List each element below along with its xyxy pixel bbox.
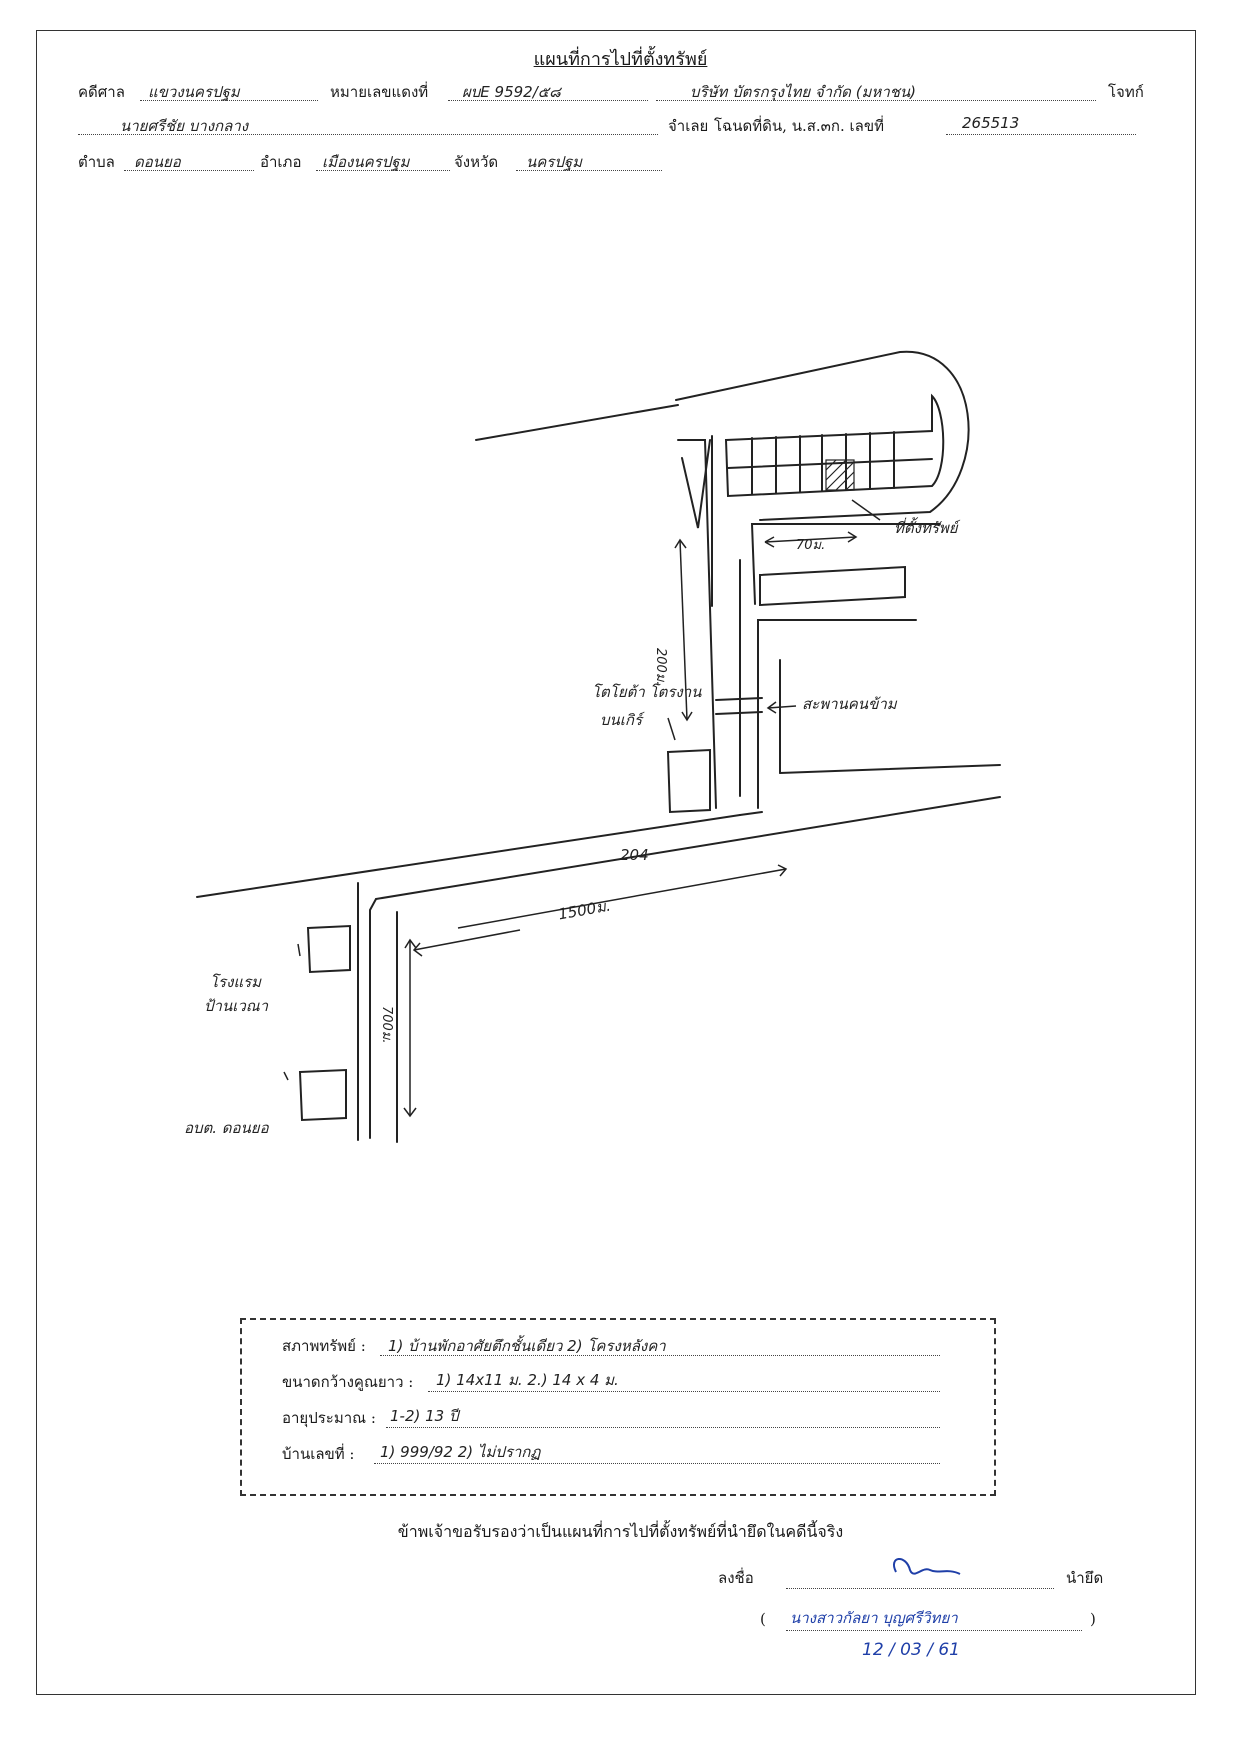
- subdistrict-label: ตำบล: [78, 153, 115, 171]
- age-label: อายุประมาณ :: [282, 1409, 376, 1427]
- target-property-label: ที่ตั้งทรัพย์: [894, 519, 958, 537]
- province-label: จังหวัด: [454, 153, 499, 171]
- property-details-box: [240, 1318, 996, 1496]
- house-no-value: 1) 999/92 2) ไม่ปรากฏ: [380, 1443, 541, 1461]
- distance-top-label: 70ม.: [796, 538, 826, 553]
- case-no-underline: [448, 100, 648, 101]
- page-border: [36, 30, 1196, 1695]
- hotel-label-2: ป้านเวณา: [204, 997, 269, 1015]
- subdistrict-value: ดอนยอ: [134, 153, 181, 171]
- hotel-label-1: โรงแรม: [210, 973, 262, 991]
- court-value: แขวงนครปฐม: [148, 83, 240, 101]
- province-value: นครปฐม: [526, 153, 583, 171]
- sign-date: 12 / 03 / 61: [862, 1640, 960, 1660]
- deed-label: โฉนดที่ดิน, น.ส.๓ก. เลขที่: [714, 117, 884, 135]
- certification-text: ข้าพเจ้าขอรับรองว่าเป็นแผนที่การไปที่ตั้…: [397, 1522, 844, 1541]
- subdistrict-underline: [124, 170, 254, 171]
- size-value: 1) 14x11 ม. 2.) 14 x 4 ม.: [436, 1371, 619, 1389]
- district-value: เมืองนครปฐม: [322, 153, 410, 171]
- page-title: แผนที่การไปที่ตั้งทรัพย์: [533, 49, 708, 70]
- district-underline: [316, 170, 450, 171]
- house-no-label: บ้านเลขที่ :: [282, 1445, 355, 1463]
- sign-label: ลงชื่อ: [718, 1569, 754, 1587]
- province-underline: [516, 170, 662, 171]
- name-underline: [786, 1630, 1082, 1631]
- road-label: 204: [620, 846, 649, 864]
- case-no-value: ผบE 9592/๕๘: [462, 83, 561, 101]
- case-no-label: หมายเลขแดงที่: [330, 83, 429, 101]
- age-value: 1-2) 13 ปี: [390, 1407, 459, 1425]
- condition-value: 1) บ้านพักอาศัยตึกชั้นเดียว 2) โครงหลังค…: [388, 1337, 666, 1355]
- defendant-value: นายศรีชัย บางกลาง: [120, 117, 249, 135]
- plaintiff-underline: [656, 100, 1096, 101]
- plaintiff-label: โจทก์: [1108, 83, 1144, 101]
- court-underline: [140, 100, 318, 101]
- signature-underline: [786, 1588, 1054, 1589]
- size-label: ขนาดกว้างคูณยาว :: [282, 1373, 414, 1391]
- condition-label: สภาพทรัพย์ :: [282, 1337, 366, 1355]
- district-label: อำเภอ: [260, 153, 302, 171]
- court-label: คดีศาล: [78, 83, 125, 101]
- defendant-label: จำเลย: [668, 117, 709, 135]
- name-close-paren: ): [1090, 1610, 1096, 1628]
- condition-underline: [380, 1355, 940, 1356]
- size-underline: [428, 1391, 940, 1392]
- signer-name: นางสาวกัลยา บุญศรีวิทยา: [790, 1609, 958, 1627]
- defendant-underline: [78, 134, 658, 135]
- tambon-office-label: อบต. ดอนยอ: [184, 1119, 269, 1137]
- house-no-underline: [374, 1463, 940, 1464]
- deed-underline: [946, 134, 1136, 135]
- age-underline: [386, 1427, 940, 1428]
- plaintiff-value: บริษัท บัตรกรุงไทย จำกัด (มหาชน): [690, 83, 917, 101]
- bridge-label: สะพานคนข้าม: [802, 695, 897, 713]
- factory-label-2: บนเกิร์: [600, 711, 643, 729]
- name-open-paren: (: [760, 1610, 766, 1628]
- deed-value: 265513: [962, 114, 1020, 132]
- factory-label-1: โตโยต้า โตรงาน: [592, 683, 702, 701]
- role-label: นำยึด: [1066, 1569, 1104, 1587]
